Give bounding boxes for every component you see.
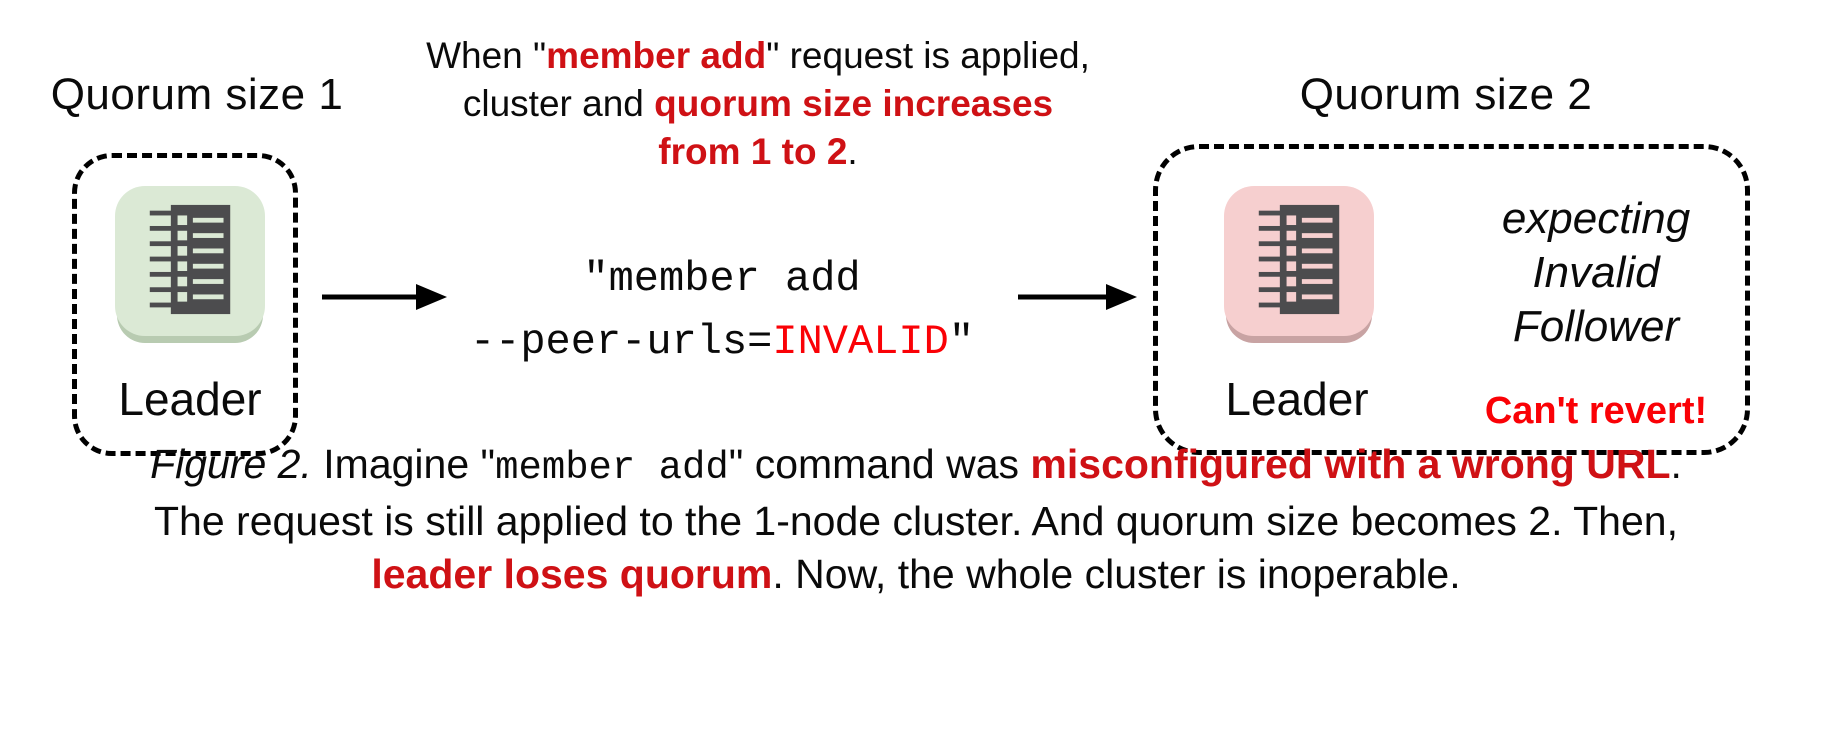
leader-node-tile-green <box>115 186 265 336</box>
note-line2-red: quorum size increases <box>654 83 1054 124</box>
note-line1-prefix: When " <box>426 35 547 76</box>
caption-l1-a: Imagine " <box>311 441 496 487</box>
figure-label: Figure 2. <box>150 441 312 487</box>
figure-caption: Figure 2. Imagine "member add" command w… <box>16 438 1816 601</box>
command-line2-prefix: --peer-urls= <box>469 318 773 366</box>
note-line1-red: member add <box>546 35 767 76</box>
right-cluster-title: Quorum size 2 <box>1299 70 1593 119</box>
member-add-note: When "member add" request is applied, cl… <box>378 32 1138 176</box>
cant-revert-warning: Can't revert! <box>1484 390 1708 432</box>
left-cluster-title: Quorum size 1 <box>50 70 344 119</box>
command-line1: "member add <box>583 255 861 303</box>
arrow-right-icon <box>322 284 447 310</box>
expecting-line: Invalid <box>1532 248 1660 297</box>
arrow-right-icon <box>1018 284 1137 310</box>
caption-l1-red: misconfigured with a wrong URL <box>1030 441 1671 487</box>
expecting-line: Follower <box>1512 302 1680 351</box>
command-invalid-value: INVALID <box>772 318 949 366</box>
expecting-line: expecting <box>1501 194 1691 243</box>
note-line3-suffix: . <box>847 131 858 172</box>
caption-l1-c: . <box>1670 441 1682 487</box>
leader-node-tile-pink <box>1224 186 1374 336</box>
caption-l1-code: member add <box>495 446 729 490</box>
command-line2-suffix: " <box>948 318 975 366</box>
right-cluster-box <box>1153 144 1750 455</box>
member-add-command: "member add --peer-urls=INVALID" <box>412 248 1032 374</box>
note-line3-red: from 1 to 2 <box>658 131 848 172</box>
caption-l3-rest: . Now, the whole cluster is inoperable. <box>772 551 1461 597</box>
etcd-log-icon <box>1258 204 1340 315</box>
etcd-log-icon <box>149 204 231 315</box>
note-line1-suffix: " request is applied, <box>766 35 1090 76</box>
caption-l3-red: leader loses quorum <box>371 551 773 597</box>
caption-line2: The request is still applied to the 1-no… <box>154 498 1678 544</box>
expecting-follower-note: expecting Invalid Follower <box>1406 192 1786 354</box>
left-leader-label: Leader <box>118 373 262 425</box>
caption-l1-b: " command was <box>728 441 1031 487</box>
note-line2-prefix: cluster and <box>462 83 655 124</box>
right-leader-label: Leader <box>1225 373 1369 425</box>
left-cluster-box <box>72 153 298 456</box>
